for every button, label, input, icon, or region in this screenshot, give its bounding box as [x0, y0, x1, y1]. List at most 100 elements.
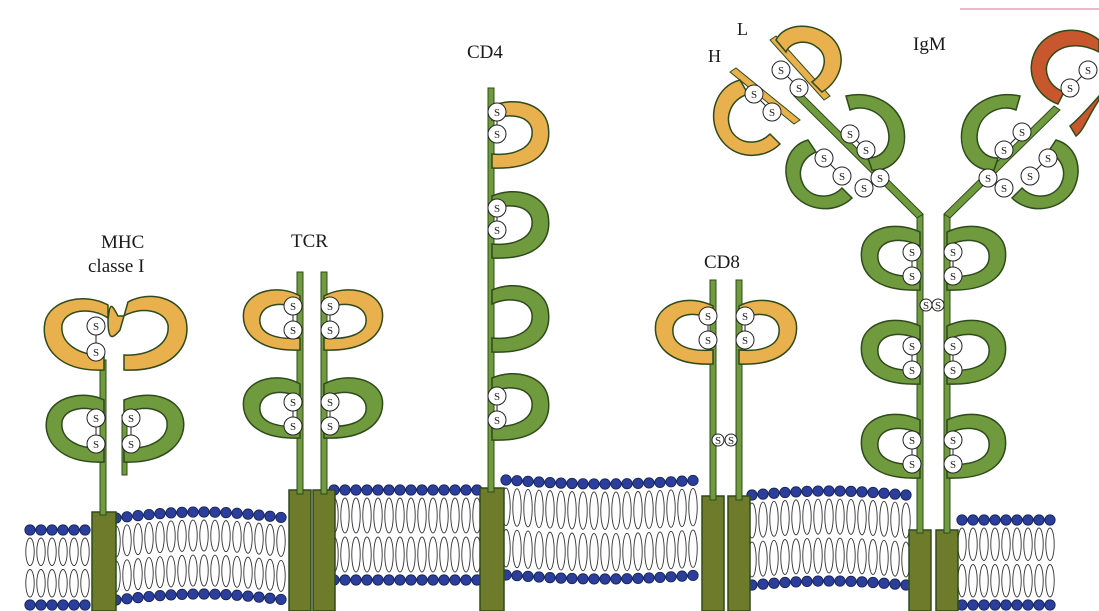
- lipid-head: [221, 507, 231, 517]
- lipid-head: [439, 485, 449, 495]
- disulfide-label: S: [290, 421, 296, 433]
- lipid-tail: [200, 555, 208, 586]
- disulfide-label: S: [950, 341, 956, 353]
- disulfide-label: S: [728, 435, 734, 447]
- disulfide-label: S: [821, 153, 827, 165]
- lipid-head: [1001, 515, 1011, 525]
- lipid-tail: [958, 565, 966, 598]
- lipid-tail: [524, 531, 532, 569]
- lipid-tail: [451, 537, 459, 572]
- disulfide-sulfur: S: [995, 141, 1013, 159]
- lipid-tail: [969, 528, 977, 561]
- disulfide-label: S: [769, 107, 775, 119]
- label-mhc-classe-i: classe I: [88, 256, 144, 277]
- lipid-head: [567, 573, 577, 583]
- lipid-head: [1012, 515, 1022, 525]
- lipid-tail: [1024, 565, 1032, 598]
- lipid-tail: [825, 538, 833, 573]
- disulfide-sulfur: S: [87, 317, 105, 335]
- lipid-tail: [612, 492, 620, 530]
- disulfide-sulfur: S: [815, 149, 833, 167]
- disulfide-label: S: [1045, 153, 1051, 165]
- lipid-head: [957, 515, 967, 525]
- lipid-head: [545, 572, 555, 582]
- lipid-tail: [891, 502, 899, 537]
- lipid-tail: [601, 533, 609, 571]
- lipid-head: [1045, 515, 1055, 525]
- cd4-d3-domain: [492, 286, 549, 352]
- lipid-tail: [1013, 565, 1021, 598]
- disulfide-sulfur: S: [488, 103, 506, 121]
- lipid-head: [633, 573, 643, 583]
- lipid-head: [199, 589, 209, 599]
- lipid-head: [600, 574, 610, 584]
- disulfide-sulfur: S: [1021, 167, 1039, 185]
- lipid-head: [979, 600, 989, 610]
- disulfide-sulfur: S: [841, 125, 859, 143]
- disulfide-sulfur: S: [321, 321, 339, 339]
- lipid-tail: [341, 537, 349, 572]
- lipid-head: [611, 574, 621, 584]
- lipid-tail: [429, 498, 437, 533]
- disulfide-label: S: [327, 421, 333, 433]
- disulfide-label: S: [909, 435, 915, 447]
- lipid-tail: [546, 491, 554, 529]
- lipid-tail: [1035, 528, 1043, 561]
- mhc-transmembrane-stalk: [92, 512, 116, 611]
- lipid-tail: [407, 537, 415, 572]
- lipid-head: [769, 488, 779, 498]
- lipid-tail: [222, 521, 230, 552]
- disulfide-sulfur: S: [488, 411, 506, 429]
- lipid-head: [340, 575, 350, 585]
- lipid-head: [254, 510, 264, 520]
- lipid-head: [428, 575, 438, 585]
- lipid-head: [868, 487, 878, 497]
- lipid-head: [1034, 600, 1044, 610]
- disulfide-label: S: [778, 65, 784, 77]
- disulfide-label: S: [909, 459, 915, 471]
- disulfide-label: S: [93, 439, 99, 451]
- lipid-tail: [363, 537, 371, 572]
- disulfide-sulfur: S: [122, 435, 140, 453]
- lipid-head: [556, 478, 566, 488]
- cd4-molecule: [480, 88, 549, 611]
- lipid-head: [879, 488, 889, 498]
- disulfide-sulfur: S: [1061, 79, 1079, 97]
- lipid-tail: [667, 531, 675, 569]
- lipid-tail: [825, 499, 833, 534]
- lipid-head: [824, 486, 834, 496]
- lipid-tail: [814, 499, 822, 534]
- lipid-tail: [37, 570, 45, 598]
- lipid-tail: [759, 541, 767, 576]
- lipid-tail: [678, 531, 686, 569]
- disulfide-sulfur: S: [903, 455, 921, 473]
- disulfide-label: S: [1001, 145, 1007, 157]
- lipid-tail: [991, 565, 999, 598]
- disulfide-sulfur: S: [944, 243, 962, 261]
- lipid-tail: [645, 532, 653, 570]
- lipid-head: [666, 477, 676, 487]
- disulfide-sulfur: S: [903, 337, 921, 355]
- disulfide-sulfur: S: [944, 431, 962, 449]
- disulfide-sulfur: S: [1039, 149, 1057, 167]
- lipid-head: [25, 525, 35, 535]
- lipid-tail: [980, 565, 988, 598]
- disulfide-sulfur: S: [745, 85, 763, 103]
- lipid-tail: [869, 540, 877, 575]
- lipid-head: [58, 600, 68, 610]
- disulfide-sulfur: S: [321, 417, 339, 435]
- disulfide-label: S: [494, 107, 500, 119]
- lipid-head: [133, 592, 143, 602]
- lipid-tail: [991, 528, 999, 561]
- lipid-head: [177, 589, 187, 599]
- lipid-tail: [612, 533, 620, 571]
- lipid-head: [340, 485, 350, 495]
- lipid-tail: [451, 498, 459, 533]
- lipid-tail: [645, 491, 653, 528]
- lipid-head: [633, 478, 643, 488]
- lipid-head: [990, 515, 1000, 525]
- lipid-head: [802, 486, 812, 496]
- lipid-tail: [440, 537, 448, 572]
- lipid-head: [243, 509, 253, 519]
